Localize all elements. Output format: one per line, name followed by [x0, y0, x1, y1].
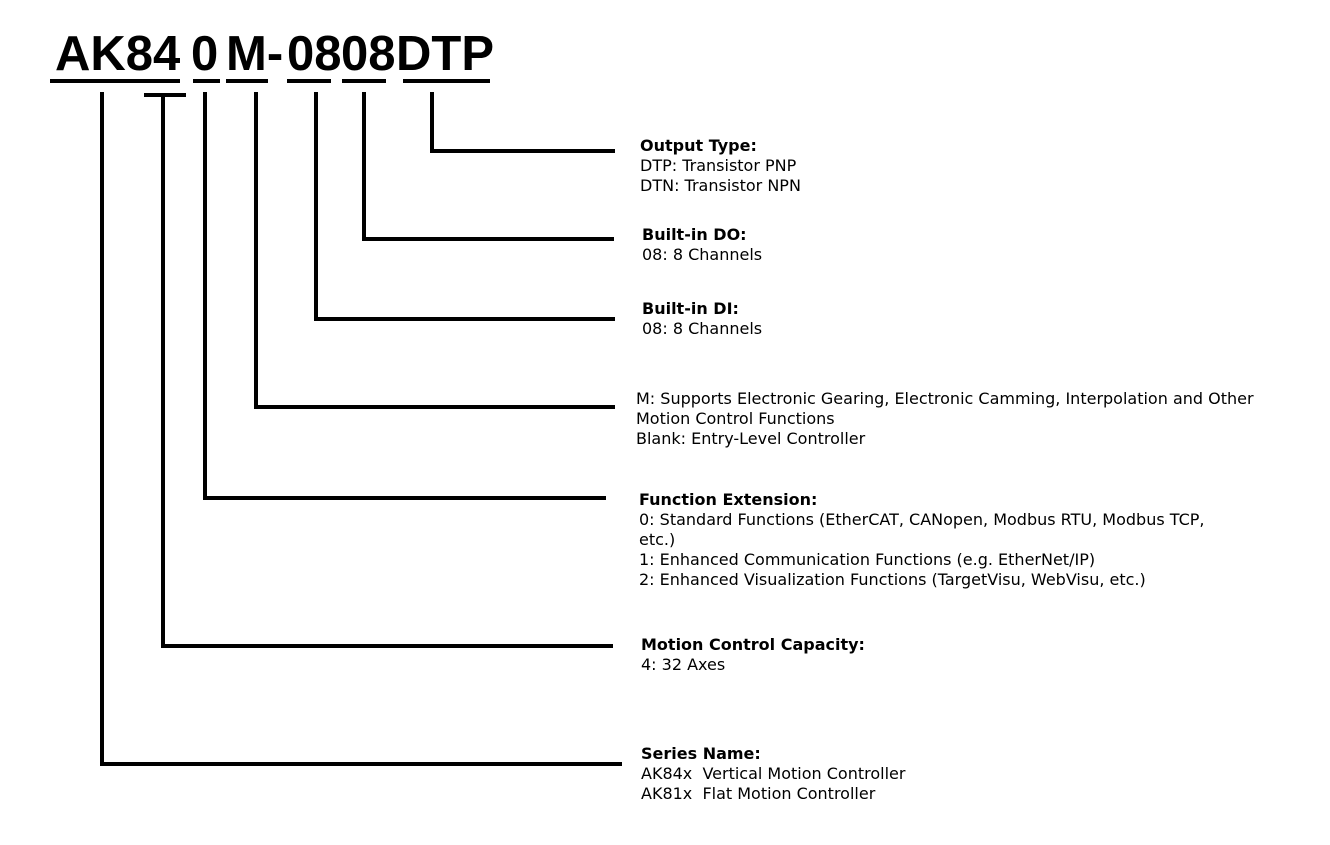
output-type-title: Output Type:	[640, 136, 757, 155]
leader-function-extension	[203, 92, 606, 500]
built-in-do-line: 08: 8 Channels	[642, 245, 763, 264]
built-in-di-line: 08: 8 Channels	[642, 319, 763, 338]
function-extension-line: 0: Standard Functions (EtherCAT, CANopen…	[639, 510, 1205, 549]
code-series: AK84	[55, 27, 181, 81]
motion-option-block: M: Supports Electronic Gearing, Electron…	[636, 389, 1256, 449]
output-type-line: DTP: Transistor PNP	[640, 156, 797, 175]
series-name-line: AK84x Vertical Motion Controller	[641, 764, 906, 783]
code-di: 08	[287, 27, 342, 81]
code-motion: M-	[226, 27, 284, 81]
motion-option-line: Blank: Entry-Level Controller	[636, 429, 866, 448]
leader-built-in-do	[362, 92, 614, 241]
code-function: 0	[191, 27, 219, 81]
built-in-di-title: Built-in DI:	[642, 299, 739, 318]
output-type-line: DTN: Transistor NPN	[640, 176, 801, 195]
built-in-do-block: Built-in DO: 08: 8 Channels	[642, 225, 762, 265]
series-name-title: Series Name:	[641, 744, 761, 763]
leader-built-in-di	[314, 92, 615, 321]
function-extension-block: Function Extension: 0: Standard Function…	[639, 490, 1229, 590]
code-do: 08	[341, 27, 396, 81]
function-extension-line: 1: Enhanced Communication Functions (e.g…	[639, 550, 1096, 569]
function-extension-line: 2: Enhanced Visualization Functions (Tar…	[639, 570, 1146, 589]
built-in-do-title: Built-in DO:	[642, 225, 747, 244]
leader-output-type	[430, 92, 615, 153]
code-output: DTP	[396, 27, 494, 81]
leader-motion-capacity	[161, 95, 613, 648]
built-in-di-block: Built-in DI: 08: 8 Channels	[642, 299, 762, 339]
leader-motion-option	[254, 92, 615, 409]
series-name-line: AK81x Flat Motion Controller	[641, 784, 876, 803]
motion-capacity-line: 4: 32 Axes	[641, 655, 726, 674]
motion-option-line: M: Supports Electronic Gearing, Electron…	[636, 389, 1254, 428]
output-type-block: Output Type: DTP: Transistor PNP DTN: Tr…	[640, 136, 801, 196]
motion-capacity-block: Motion Control Capacity: 4: 32 Axes	[641, 635, 865, 675]
leader-series-name	[100, 92, 622, 766]
function-extension-title: Function Extension:	[639, 490, 818, 509]
motion-capacity-title: Motion Control Capacity:	[641, 635, 865, 654]
series-name-block: Series Name: AK84x Vertical Motion Contr…	[641, 744, 905, 804]
